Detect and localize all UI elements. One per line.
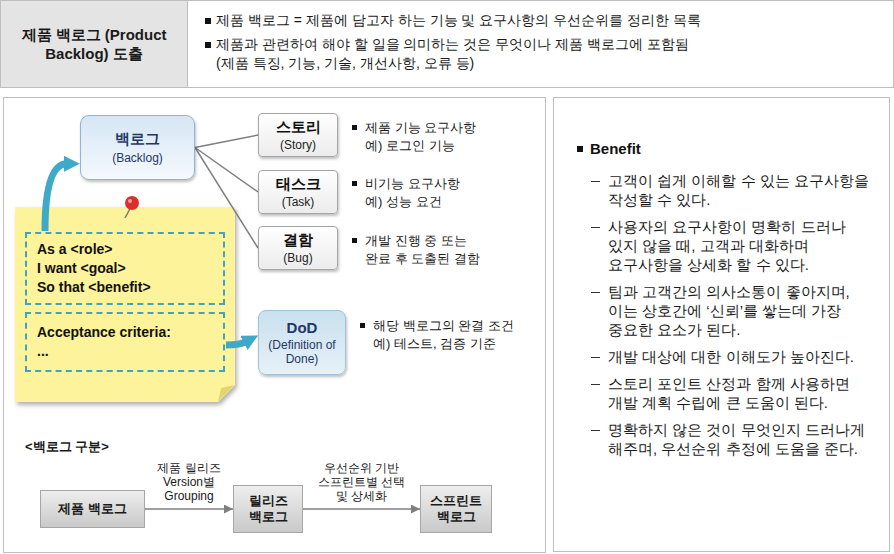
pin-head <box>125 196 139 210</box>
note-text: 해당 백로그의 완결 조건 <box>373 317 514 334</box>
flow-arrow <box>145 508 233 510</box>
node-text: 명확하지 않은 것이 무엇인지 드러나게 해주며, 우선순위 추정에 도움을 준… <box>608 420 870 458</box>
node-title: Acceptance criteria: <box>37 323 171 342</box>
node-text: 고객이 쉽게 이해할 수 있는 요구사항을 작성할 수 있다. <box>608 171 870 209</box>
node-text: (Task) <box>282 195 315 209</box>
node-title: 스프린트 백로그 <box>425 493 487 525</box>
sticky-note <box>15 207 235 402</box>
connector-line <box>195 148 258 193</box>
header-bullet <box>205 18 211 24</box>
node-text: 개발 대상에 대한 이해도가 높아진다. <box>608 347 870 366</box>
header-frame <box>1 1 894 88</box>
backlog-stage-box: 제품 백로그 <box>40 490 145 528</box>
node-text: 팀과 고객간의 의사소통이 좋아지며, 이는 상호간에 ‘신뢰’를 쌓는데 가장… <box>608 282 870 339</box>
connector-line <box>195 135 258 148</box>
node-title: 스토리 <box>276 118 321 137</box>
node-title: As a <role> <box>37 240 113 259</box>
node-text: I want <goal> <box>37 259 126 278</box>
type-box: 결함(Bug) <box>258 226 338 270</box>
left-panel <box>4 98 546 553</box>
note-text: 예) 테스트, 검증 기준 <box>373 335 496 352</box>
node-title: 태스크 <box>276 175 321 194</box>
type-box: 스토리(Story) <box>258 113 338 157</box>
node-title: Benefit <box>590 140 641 157</box>
note-text: 비기능 요구사항 <box>365 175 460 192</box>
note-text: 예) 성능 요건 <box>365 193 442 210</box>
dod-box: DoD (Definition of Done) <box>258 310 346 375</box>
list-bullet <box>360 323 365 328</box>
flow-arrow <box>303 508 420 510</box>
node-text: So that <benefit> <box>37 278 151 297</box>
edge-label: 우선순위 기반 스프린트별 선택 및 상세화 <box>312 461 412 503</box>
header-bullet <box>205 42 211 48</box>
node-title: 백로그 <box>115 130 160 149</box>
backlog-stage-box: 릴리즈 백로그 <box>233 485 303 533</box>
type-box: 태스크(Task) <box>258 170 338 214</box>
node-title: 릴리즈 백로그 <box>238 493 298 525</box>
note-text: 개발 진행 중 또는 <box>365 232 467 249</box>
node-text: (Bug) <box>283 251 312 265</box>
node-title: 제품 백로그 (Product Backlog) 도출 <box>19 25 169 63</box>
block-arrow <box>226 341 247 345</box>
node-text: 스토리 포인트 산정과 함께 사용하면 개발 계획 수립에 큰 도움이 된다. <box>608 374 870 412</box>
node-title: 제품 백로그 <box>58 501 127 517</box>
node-title: DoD <box>287 319 318 336</box>
benefit-panel: Benefit 고객이 쉽게 이해할 수 있는 요구사항을 작성할 수 있다. 사용… <box>553 97 890 552</box>
note-text: 완료 후 도출된 결함 <box>365 250 480 267</box>
note-text: <백로그 구분> <box>25 438 109 455</box>
node-text: ... <box>37 342 49 361</box>
edge-label: 제품 릴리즈 Version별 Grouping <box>152 461 226 503</box>
backlog-box: 백로그 (Backlog) <box>80 115 195 180</box>
sticky-fold <box>218 385 235 402</box>
list-bullet <box>352 181 357 186</box>
node-text: 사용자의 요구사항이 명확히 드러나 있지 않을 때, 고객과 대화하며 요구사… <box>608 217 870 274</box>
backlog-stage-box: 스프린트 백로그 <box>420 485 492 533</box>
note-text: 예) 로그인 기능 <box>365 137 455 154</box>
title-box: 제품 백로그 (Product Backlog) 도출 <box>0 0 188 88</box>
node-text: (Story) <box>280 138 316 152</box>
criteria-box: Acceptance criteria:... <box>25 312 225 372</box>
note-text: (제품 특징, 기능, 기술, 개선사항, 오류 등) <box>216 55 474 72</box>
node-text: (Definition of Done) <box>263 338 341 366</box>
list-bullet <box>352 125 357 130</box>
note-text: 제품 백로그 = 제품에 담고자 하는 기능 및 요구사항의 우선순위를 정리한… <box>216 12 701 29</box>
block-arrow <box>45 164 67 231</box>
note-text: 제품과 관련하여 해야 할 일을 의미하는 것은 무엇이나 제품 백로그에 포함… <box>216 36 689 53</box>
node-title: 결함 <box>283 231 313 250</box>
pin-shine <box>128 199 132 203</box>
note-text: 제품 기능 요구사항 <box>365 119 476 136</box>
list-bullet <box>352 238 357 243</box>
node-text: (Backlog) <box>112 151 163 165</box>
story-template-box: As a <role>I want <goal>So that <benefit… <box>25 232 225 305</box>
